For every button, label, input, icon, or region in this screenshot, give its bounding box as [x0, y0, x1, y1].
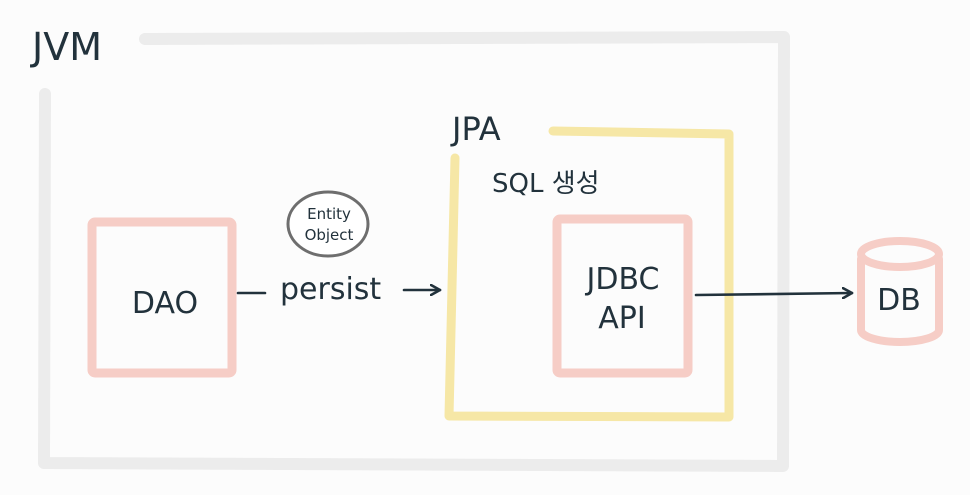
persist-label: persist — [280, 272, 381, 307]
db-cylinder-top — [857, 237, 943, 271]
jpa-label: JPA — [450, 110, 501, 148]
jdbc-api-box — [552, 214, 693, 378]
sql-generation-label: SQL 생성 — [492, 169, 600, 199]
dao-box — [87, 217, 237, 378]
dao-label: DAO — [132, 286, 198, 321]
entity-label-line2: Object — [305, 226, 354, 244]
jdbc-label-line1: JDBC — [585, 262, 660, 297]
db-label: DB — [877, 283, 921, 318]
jvm-label: JVM — [30, 25, 102, 69]
db-cylinder — [857, 255, 943, 346]
jdbc-to-db-arrow — [694, 293, 854, 295]
entity-object-circle — [286, 190, 370, 258]
entity-label-line1: Entity — [307, 205, 351, 223]
jdbc-label-line2: API — [598, 301, 645, 336]
jpa-container — [444, 126, 734, 422]
jvm-container — [38, 31, 790, 472]
